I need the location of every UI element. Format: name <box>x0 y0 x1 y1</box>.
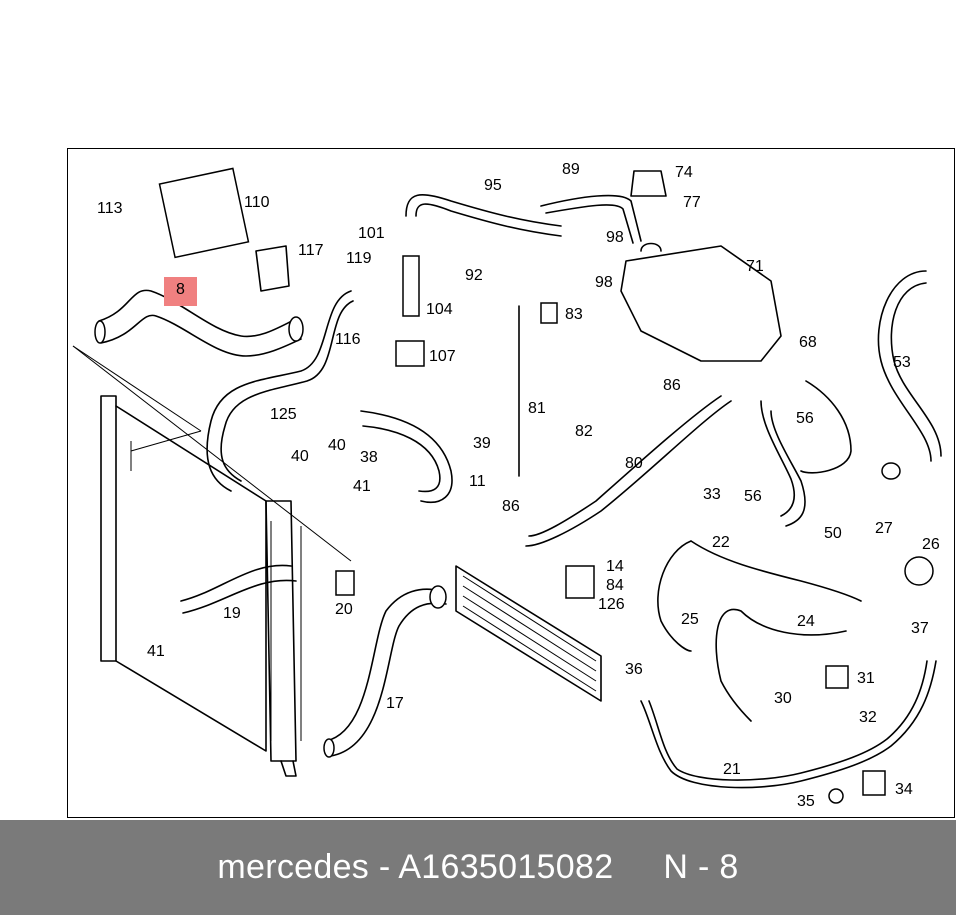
callout-101: 101 <box>358 225 385 242</box>
callout-20: 20 <box>335 601 353 618</box>
callout-36: 36 <box>625 661 643 678</box>
hose-89-illustration <box>540 194 642 244</box>
hose-11-illustration <box>360 410 453 503</box>
pipe-22-illustration <box>657 540 862 652</box>
callout-27: 27 <box>875 520 893 537</box>
callout-82: 82 <box>575 423 593 440</box>
hose-95-illustration <box>405 194 562 237</box>
oil-cooler-illustration <box>455 565 602 702</box>
callout-74: 74 <box>675 164 693 181</box>
hose-17-illustration <box>325 588 447 757</box>
callout-30: 30 <box>774 690 792 707</box>
hose-53-illustration <box>877 270 942 462</box>
pipe-21-illustration <box>640 660 937 789</box>
callout-89: 89 <box>562 161 580 178</box>
parts-diagram: 113 110 117 8 119 101 104 107 95 89 74 7… <box>67 148 955 818</box>
callout-11: 11 <box>469 473 486 490</box>
callout-80: 80 <box>625 455 643 472</box>
callout-117: 117 <box>298 242 324 259</box>
callout-41-upper: 41 <box>353 478 371 495</box>
callout-98-upper: 98 <box>606 229 624 246</box>
callout-38: 38 <box>360 449 378 466</box>
callout-56-lower: 56 <box>744 488 762 505</box>
callout-24: 24 <box>797 613 815 630</box>
callout-31: 31 <box>857 670 875 687</box>
callout-84: 84 <box>606 577 624 594</box>
callout-21: 21 <box>723 761 741 778</box>
callout-17: 17 <box>386 695 404 712</box>
footer-separator: - <box>369 848 399 886</box>
callout-125: 125 <box>270 406 297 423</box>
callout-19: 19 <box>223 605 241 622</box>
hose-19-illustration <box>180 564 297 614</box>
radiator-illustration <box>72 345 352 777</box>
callout-86-upper: 86 <box>663 377 681 394</box>
hose-50-illustration <box>760 400 806 527</box>
callout-81: 81 <box>528 400 546 417</box>
callout-98-lower: 98 <box>595 274 613 291</box>
callout-56-upper: 56 <box>796 410 814 427</box>
callout-40-lower: 40 <box>291 448 309 465</box>
callout-37: 37 <box>911 620 929 637</box>
footer-position-label: N - 8 <box>663 848 739 886</box>
footer-part-number: A1635015082 <box>398 848 614 886</box>
callout-41-lower: 41 <box>147 643 165 660</box>
callout-34: 34 <box>895 781 913 798</box>
callout-33: 33 <box>703 486 721 503</box>
pipe-24-illustration <box>715 608 847 722</box>
callout-116: 116 <box>335 331 361 348</box>
callout-126: 126 <box>598 596 625 613</box>
callout-95: 95 <box>484 177 502 194</box>
callout-86-lower: 86 <box>502 498 520 515</box>
cooling-system-exploded-view <box>72 167 942 804</box>
hose-8-illustration <box>94 289 304 357</box>
callout-22: 22 <box>712 534 730 551</box>
callout-68: 68 <box>799 334 817 351</box>
callout-39: 39 <box>473 435 491 452</box>
hose-80-illustration <box>525 395 732 547</box>
callout-107: 107 <box>429 348 456 365</box>
callout-35: 35 <box>797 793 815 810</box>
callout-32: 32 <box>859 709 877 726</box>
expansion-tank-illustration <box>620 170 782 362</box>
hose-116-illustration <box>206 290 354 492</box>
footer-brand: mercedes <box>217 848 370 886</box>
callout-50: 50 <box>824 525 842 542</box>
callout-26: 26 <box>922 536 940 553</box>
callout-92: 92 <box>465 267 483 284</box>
callout-8-highlighted: 8 <box>164 277 197 306</box>
callout-77: 77 <box>683 194 701 211</box>
callout-25: 25 <box>681 611 699 628</box>
callout-104: 104 <box>426 301 453 318</box>
footer-caption: mercedes - A1635015082 N - 8 <box>217 848 738 887</box>
callout-110: 110 <box>244 194 270 211</box>
callout-40-upper: 40 <box>328 437 346 454</box>
callout-83: 83 <box>565 306 583 323</box>
footer-caption-bar: mercedes - A1635015082 N - 8 <box>0 820 956 915</box>
callout-14: 14 <box>606 558 624 575</box>
callout-71: 71 <box>746 258 764 275</box>
callout-119: 119 <box>346 250 372 267</box>
callout-113: 113 <box>97 200 123 217</box>
callout-53: 53 <box>893 354 911 371</box>
